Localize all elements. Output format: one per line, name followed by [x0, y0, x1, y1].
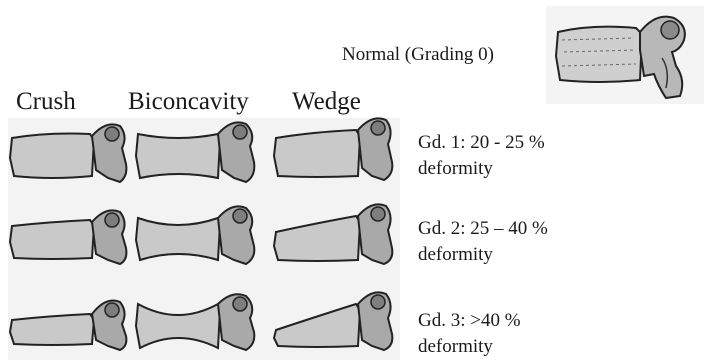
crush-grade-3-vertebra — [8, 292, 128, 352]
crush-grade-1-vertebra — [8, 120, 128, 184]
grade-3-deformity: deformity — [418, 334, 521, 360]
wedge-grade-2-vertebra — [272, 202, 396, 268]
crush-grade-2-vertebra — [8, 204, 128, 266]
column-label-wedge: Wedge — [292, 88, 361, 116]
wedge-grade-3-vertebra — [272, 290, 396, 354]
biconcavity-grade-2-vertebra — [134, 204, 260, 266]
grade-3-label: Gd. 3: >40 % deformity — [418, 308, 521, 360]
grade-3-range: Gd. 3: >40 % — [418, 308, 521, 334]
biconcavity-grade-3-vertebra — [134, 292, 260, 352]
grade-1-deformity: deformity — [418, 156, 545, 182]
grade-2-label: Gd. 2: 25 – 40 % deformity — [418, 216, 548, 268]
biconcavity-grade-1-vertebra — [134, 120, 260, 184]
grade-2-range: Gd. 2: 25 – 40 % — [418, 216, 548, 242]
grade-2-deformity: deformity — [418, 242, 548, 268]
column-label-crush: Crush — [16, 88, 76, 116]
column-label-biconcavity: Biconcavity — [128, 88, 249, 116]
grade-1-label: Gd. 1: 20 - 25 % deformity — [418, 130, 545, 182]
grade-1-range: Gd. 1: 20 - 25 % — [418, 130, 545, 156]
wedge-grade-1-vertebra — [272, 116, 396, 184]
normal-grading-label: Normal (Grading 0) — [342, 44, 494, 66]
normal-vertebra-illustration — [552, 10, 702, 102]
